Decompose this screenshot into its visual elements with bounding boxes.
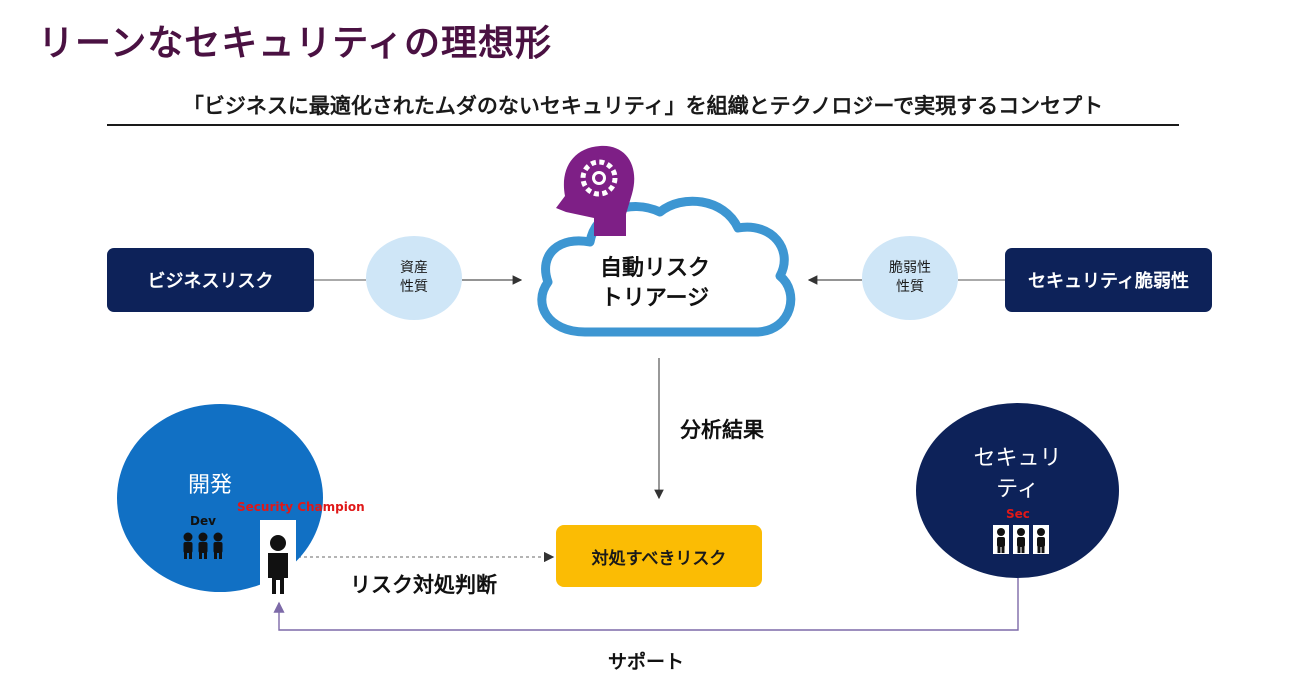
asset-nature-line-2: 性質 bbox=[400, 279, 428, 295]
support-line bbox=[273, 578, 1019, 631]
asset-nature-bubble: 資産 性質 bbox=[366, 236, 462, 320]
head-gear-icon bbox=[556, 145, 635, 236]
person-icon bbox=[213, 532, 223, 559]
dev-tag: Dev bbox=[190, 514, 216, 528]
person-icon bbox=[997, 528, 1005, 553]
security-label-line-1: セキュリ bbox=[973, 446, 1062, 471]
cloud-label-line-1: 自動リスク bbox=[599, 256, 710, 281]
security-champion-label: Security Champion bbox=[237, 500, 365, 514]
business-risk-box: ビジネスリスク bbox=[107, 248, 314, 312]
vuln-nature-line-1: 脆弱性 bbox=[889, 260, 931, 277]
security-label-line-2: ティ bbox=[996, 476, 1039, 502]
person-icon bbox=[183, 532, 193, 559]
vuln-nature-bubble: 脆弱性 性質 bbox=[862, 236, 958, 320]
business-risk-label: ビジネスリスク bbox=[147, 271, 274, 292]
cloud-label-line-2: トリアージ bbox=[600, 285, 710, 311]
risk-decision-label: リスク対処判断 bbox=[350, 573, 497, 597]
dev-label: 開発 bbox=[188, 473, 233, 498]
person-icon bbox=[1017, 528, 1025, 553]
asset-nature-line-1: 資産 bbox=[400, 260, 428, 277]
security-tag: Sec bbox=[1006, 507, 1030, 521]
person-icon bbox=[268, 535, 288, 594]
security-vuln-box: セキュリティ脆弱性 bbox=[1005, 248, 1212, 312]
page-title: リーンなセキュリティの理想形 bbox=[38, 23, 553, 64]
person-icon bbox=[198, 532, 208, 559]
person-icon bbox=[1037, 528, 1045, 553]
analysis-result-label: 分析結果 bbox=[680, 418, 764, 442]
risk-to-handle-box: 対処すべきリスク bbox=[556, 525, 762, 587]
subtitle: 「ビジネスに最適化されたムダのないセキュリティ」を組織とテクノロジーで実現するコ… bbox=[107, 90, 1179, 126]
security-label: セキュリ ティ bbox=[916, 444, 1119, 506]
vuln-nature-line-2: 性質 bbox=[896, 279, 924, 295]
risk-to-handle-label: 対処すべきリスク bbox=[591, 548, 727, 569]
cloud-label: 自動リスク トリアージ bbox=[570, 254, 740, 313]
security-vuln-label: セキュリティ脆弱性 bbox=[1028, 271, 1189, 292]
support-label: サポート bbox=[608, 651, 685, 673]
